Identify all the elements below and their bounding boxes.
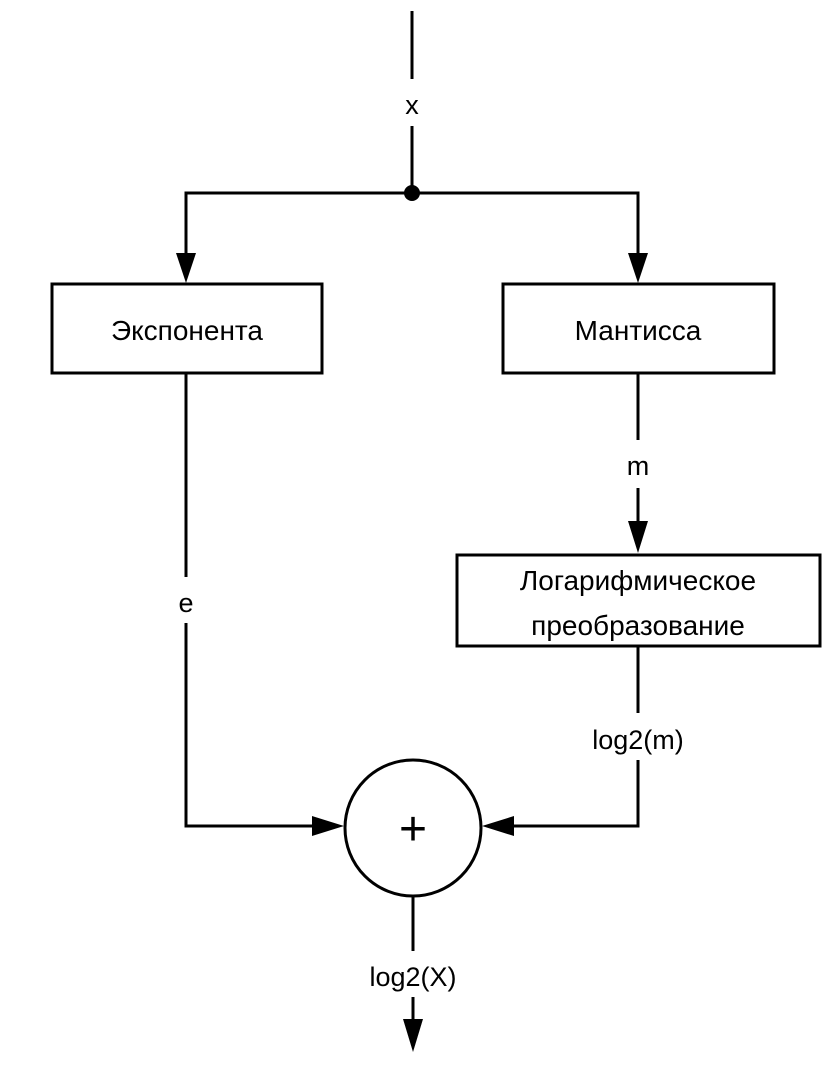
exponent-block: Экспонента <box>50 282 324 375</box>
exponent-box <box>50 282 324 375</box>
arrow-to-log-block <box>628 521 648 553</box>
adder-plus-icon: + <box>399 803 427 856</box>
mantissa-box <box>501 282 776 375</box>
exponent-label: Экспонента <box>111 315 263 346</box>
output-signal-label: log2(X) <box>369 962 456 992</box>
arrow-to-mantissa <box>628 253 648 283</box>
mantissa-label: Мантисса <box>575 315 702 346</box>
adder-block: + <box>343 758 483 898</box>
log-transform-block: Логарифмическое преобразование <box>455 553 822 648</box>
output-arrow <box>403 1019 423 1052</box>
input-signal-label: x <box>405 90 419 120</box>
arrow-e-to-adder <box>312 816 344 836</box>
mantissa-block: Мантисса <box>501 282 776 375</box>
arrow-log2m-to-adder <box>482 816 514 836</box>
log-transform-label-line2: преобразование <box>531 610 745 641</box>
log-transform-box <box>455 553 822 648</box>
log2m-signal-label: log2(m) <box>592 725 684 755</box>
log2m-wire-bottom <box>505 760 640 828</box>
arrow-to-exponent <box>176 253 196 283</box>
e-wire-bottom <box>184 623 320 828</box>
e-signal-label: e <box>178 588 193 618</box>
log-transform-label-line1: Логарифмическое <box>520 565 756 596</box>
wire-to-mantissa <box>412 191 640 258</box>
m-signal-label: m <box>627 451 650 481</box>
wire-to-exponent <box>184 191 412 258</box>
